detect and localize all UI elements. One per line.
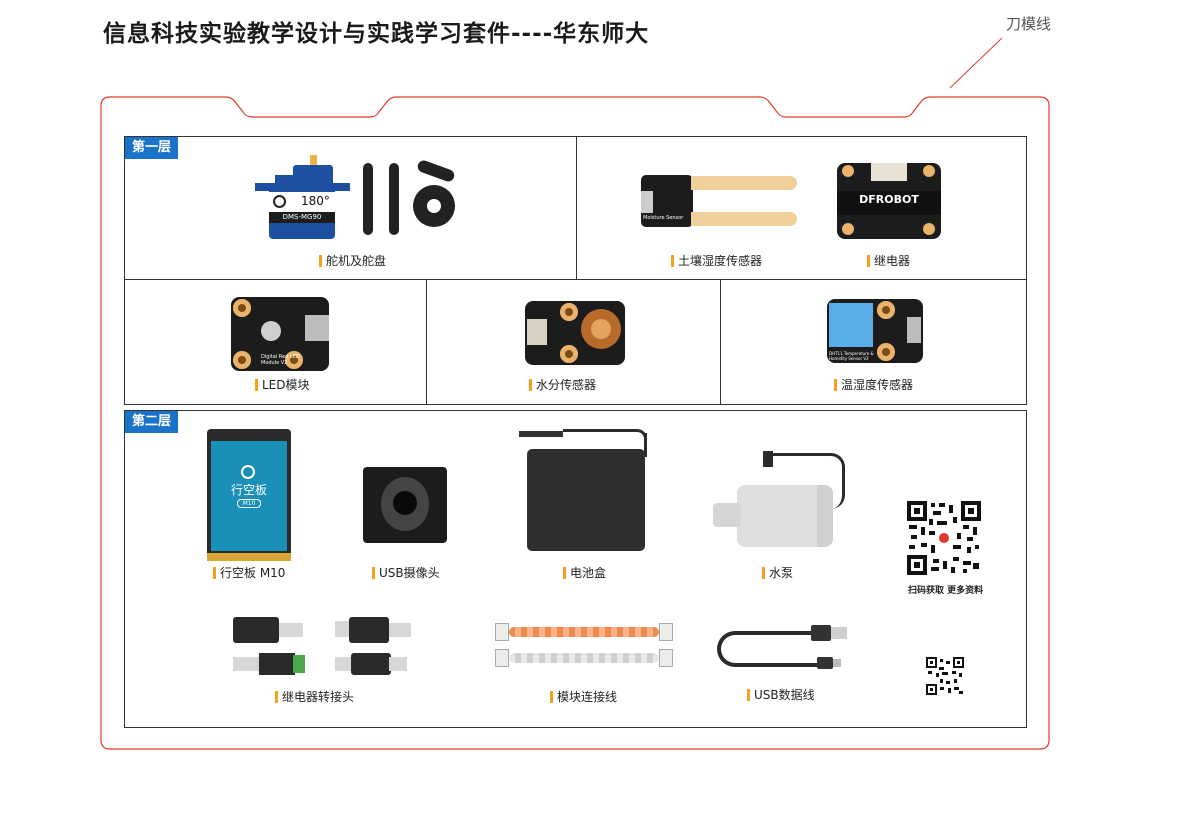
board-screen-text: 行空板 bbox=[230, 483, 267, 497]
layer2-tag: 第二层 bbox=[125, 411, 179, 433]
label-led: LED模块 bbox=[255, 378, 310, 392]
label-usb-data-cable: USB数据线 bbox=[747, 688, 815, 702]
relay-image: DFROBOT bbox=[837, 163, 941, 241]
label-water-pump: 水泵 bbox=[762, 566, 793, 580]
label-module-cable: 模块连接线 bbox=[550, 690, 617, 704]
led-module-image: Digital Red LED Module V2 bbox=[231, 297, 329, 371]
layer1-col-divider-1 bbox=[426, 279, 427, 404]
layer1-col-divider-2 bbox=[720, 279, 721, 404]
board-badge: M10 bbox=[237, 499, 261, 508]
servo-model: DMS-MG90 bbox=[269, 212, 335, 223]
layer1-col-divider-top bbox=[576, 137, 577, 279]
servo-angle: 180° bbox=[301, 194, 330, 208]
moisture-board-text: Moisture Sensor bbox=[643, 215, 684, 221]
label-water-sensor: 水分传感器 bbox=[529, 378, 596, 392]
page-title: 信息科技实验教学设计与实践学习套件----华东师大 bbox=[103, 21, 650, 47]
label-temp-humidity: 温湿度传感器 bbox=[834, 378, 913, 392]
water-pump-image bbox=[713, 445, 849, 555]
qr-code-large bbox=[907, 501, 981, 575]
relay-adapter-image bbox=[231, 615, 413, 677]
label-relay: 继电器 bbox=[867, 254, 910, 268]
qr-code-small bbox=[926, 657, 964, 695]
led-board-text: Digital Red LED Module V2 bbox=[261, 354, 300, 366]
layer2-section: 第二层 行空板 M10 行空板 M10 USB摄像头 电池盒 水泵 bbox=[124, 410, 1027, 728]
label-servo: 舵机及舵盘 bbox=[319, 254, 386, 268]
qr-caption: 扫码获取 更多资料 bbox=[908, 586, 984, 596]
dieline-label: 刀模线 bbox=[1006, 15, 1052, 33]
label-unihiker: 行空板 M10 bbox=[213, 566, 285, 580]
usb-data-cable-image bbox=[715, 619, 851, 675]
usb-camera-image bbox=[363, 467, 447, 543]
layer1-section: 第一层 180° DMS-MG90 舵机及舵盘 Moisture Sensor … bbox=[124, 136, 1027, 405]
layer1-row-divider bbox=[125, 279, 1026, 280]
water-sensor-image bbox=[525, 301, 625, 365]
layer1-tag: 第一层 bbox=[125, 137, 179, 159]
label-battery-box: 电池盒 bbox=[563, 566, 606, 580]
relay-brand: DFROBOT bbox=[859, 193, 919, 206]
soil-moisture-sensor-image: Moisture Sensor bbox=[641, 175, 801, 227]
label-soil-moisture: 土壤湿度传感器 bbox=[671, 254, 762, 268]
servo-image: 180° DMS-MG90 bbox=[255, 155, 456, 243]
unihiker-board-image: 行空板 M10 bbox=[207, 429, 291, 561]
dht-board-text: DHT11 Temperature & Humidity Sensor V2 bbox=[829, 351, 874, 361]
module-cable-image bbox=[495, 619, 675, 671]
label-usb-camera: USB摄像头 bbox=[372, 566, 440, 580]
temp-humidity-sensor-image: DHT11 Temperature & Humidity Sensor V2 bbox=[827, 299, 923, 363]
battery-box-image bbox=[519, 429, 653, 555]
label-relay-adapter: 继电器转接头 bbox=[275, 690, 354, 704]
